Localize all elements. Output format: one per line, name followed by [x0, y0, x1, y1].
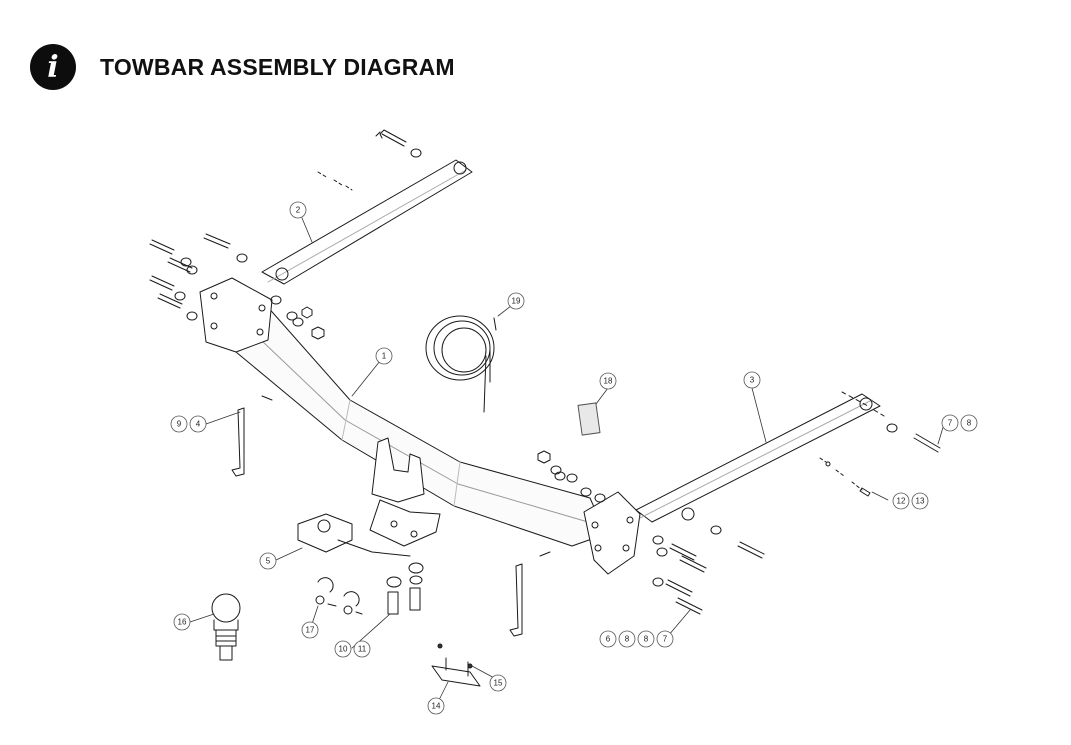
callout-label-4: 4 — [196, 420, 201, 429]
hitch-bracket — [297, 437, 441, 557]
callout-label-2: 2 — [296, 206, 301, 215]
info-icon: i — [30, 44, 76, 90]
callout-label-7a: 7 — [948, 419, 953, 428]
right-fasteners — [537, 391, 941, 615]
tow-ball — [211, 593, 241, 661]
sticker — [577, 402, 601, 436]
loose-parts — [315, 562, 424, 615]
electrical-brackets — [231, 395, 551, 637]
callout-label-18: 18 — [604, 377, 613, 386]
callout-label-14: 14 — [432, 702, 441, 711]
callout-7-8 — [941, 414, 978, 432]
callout-9-4 — [170, 415, 207, 433]
header: i TOWBAR ASSEMBLY DIAGRAM — [30, 43, 455, 91]
callout-6-8-8-7 — [599, 630, 674, 648]
callout-2 — [289, 201, 307, 219]
callout-label-3: 3 — [750, 376, 755, 385]
callout-17 — [301, 621, 319, 639]
callout-label-16: 16 — [178, 618, 187, 627]
callout-label-5: 5 — [266, 557, 271, 566]
callout-14 — [427, 697, 445, 715]
main-crossbar — [199, 277, 641, 575]
callout-12-13 — [892, 492, 929, 510]
callout-10-11 — [334, 640, 371, 658]
callout-label-17: 17 — [306, 626, 315, 635]
callout-label-7b: 7 — [663, 635, 668, 644]
callout-1 — [375, 347, 393, 365]
callout-label-12: 12 — [897, 497, 906, 506]
callout-3 — [743, 371, 761, 389]
left-fasteners — [149, 129, 422, 340]
right-arm — [635, 393, 881, 523]
callout-label-13: 13 — [916, 497, 925, 506]
mounting-plate — [431, 643, 481, 687]
callout-16 — [173, 613, 191, 631]
callout-label-9: 9 — [177, 420, 182, 429]
callout-19 — [507, 292, 525, 310]
page-title: TOWBAR ASSEMBLY DIAGRAM — [100, 53, 455, 80]
callout-label-6: 6 — [606, 635, 611, 644]
callout-label-8c: 8 — [644, 635, 649, 644]
callout-5 — [259, 552, 277, 570]
callout-18 — [599, 372, 617, 390]
callout-label-11: 11 — [358, 645, 367, 654]
cable-coil — [425, 315, 497, 413]
callout-15 — [489, 674, 507, 692]
left-arm — [261, 159, 473, 285]
callout-label-15: 15 — [494, 679, 503, 688]
callout-label-10: 10 — [339, 645, 348, 654]
callout-label-19: 19 — [512, 297, 521, 306]
callout-label-8b: 8 — [625, 635, 630, 644]
callout-label-8a: 8 — [967, 419, 972, 428]
callout-label-1: 1 — [382, 352, 387, 361]
